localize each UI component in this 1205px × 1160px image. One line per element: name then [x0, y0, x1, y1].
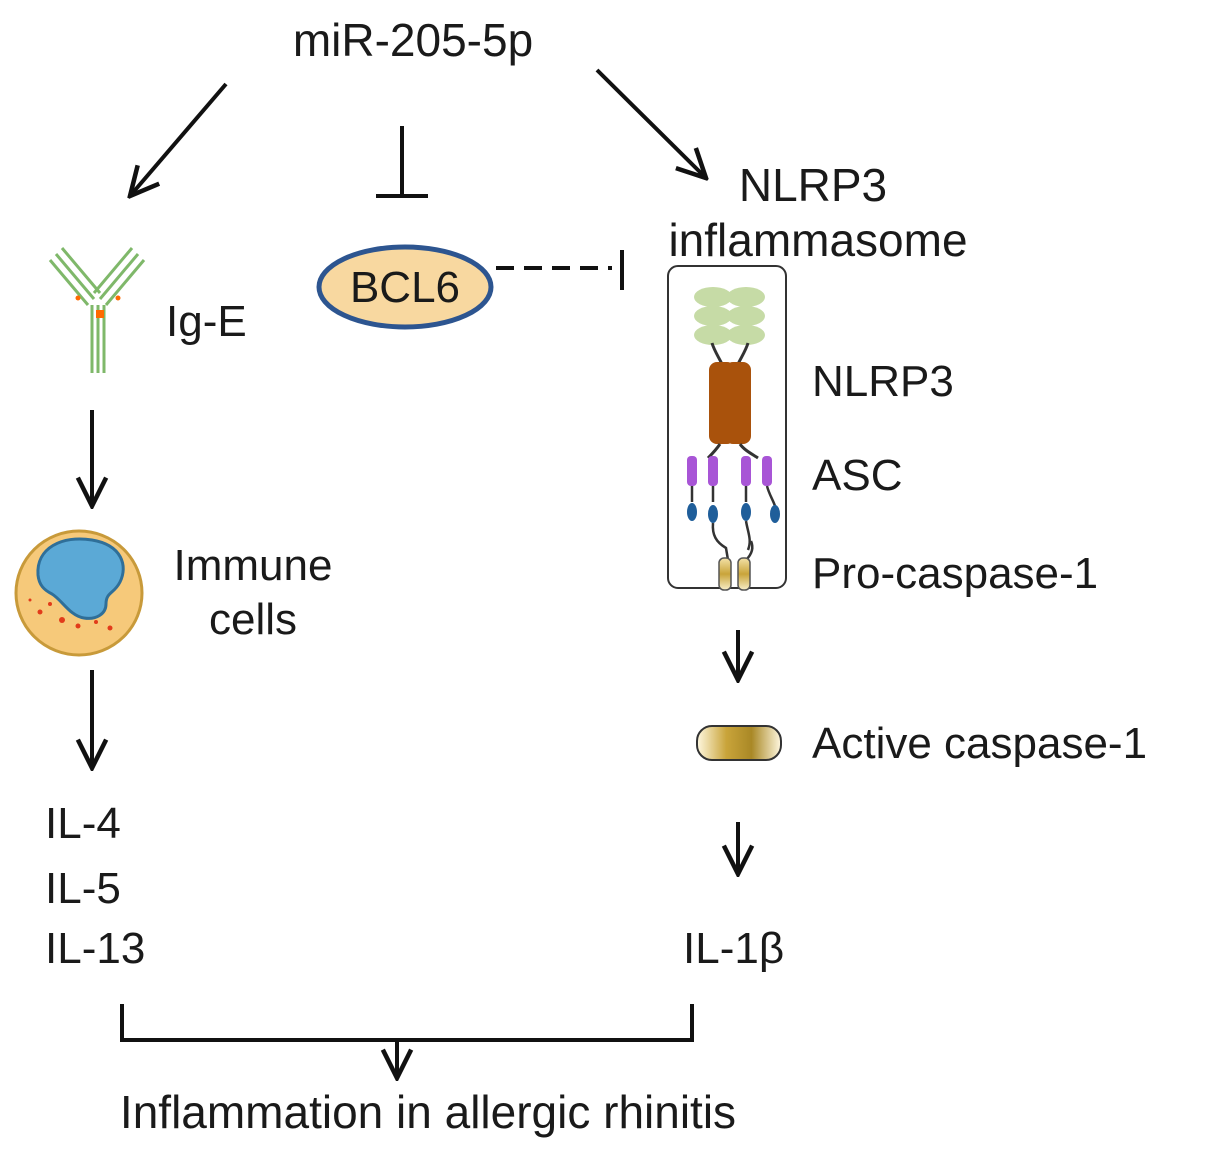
- asc-label: ASC: [812, 451, 902, 500]
- il4-label: IL-4: [45, 799, 121, 848]
- active-caspase-icon: [696, 725, 782, 761]
- active-caspase-label: Active caspase-1: [812, 719, 1147, 768]
- asc-inner-linkers: [690, 485, 777, 507]
- il1b-label: IL-1β: [683, 924, 784, 973]
- nlrp3-nacht-domain: [709, 362, 751, 444]
- dashed-inhibition-bcl6-nlrp3: [496, 250, 624, 290]
- immune-cell-icon: [14, 529, 144, 657]
- nlrp3-label: NLRP3: [812, 357, 954, 406]
- arrow-mirna-to-ige: [130, 82, 228, 196]
- nlrp3-pyd-domains: [694, 287, 765, 345]
- antibody-icon: [48, 247, 146, 373]
- asc-pyd-domains: [687, 503, 780, 523]
- inflammasome-title-line1: NLRP3: [739, 159, 887, 211]
- immune-label-line1: Immune: [174, 541, 333, 590]
- asc-linkers: [706, 443, 759, 460]
- procaspase-label: Pro-caspase-1: [812, 549, 1098, 598]
- il5-label: IL-5: [45, 864, 121, 913]
- asc-card-domains: [687, 456, 772, 486]
- outcome-label: Inflammation in allergic rhinitis: [120, 1086, 736, 1138]
- immune-label-line2: cells: [209, 595, 297, 644]
- mirna-label: miR-205-5p: [293, 14, 533, 66]
- arrow-mirna-to-nlrp3: [595, 68, 706, 178]
- bracket-merge: [120, 1004, 694, 1042]
- inhibition-mirna-bcl6: [376, 126, 428, 198]
- bcl6-node: BCL6: [316, 244, 494, 330]
- ige-label: Ig-E: [166, 297, 247, 346]
- inflammasome-title-line2: inflammasome: [668, 214, 967, 266]
- il13-label: IL-13: [45, 924, 145, 973]
- bcl6-label: BCL6: [350, 263, 460, 312]
- procaspase-domains: [718, 557, 751, 591]
